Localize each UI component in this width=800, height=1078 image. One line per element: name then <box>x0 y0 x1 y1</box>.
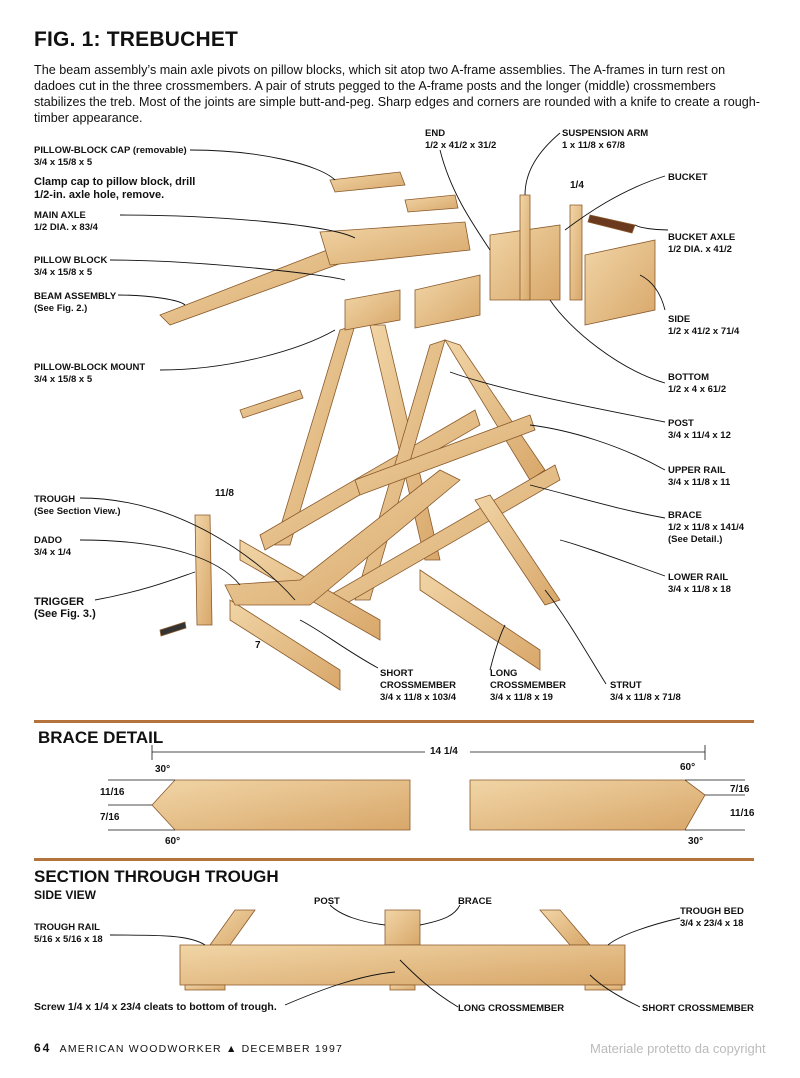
label-pillow-block-cap: PILLOW-BLOCK CAP (removable) 3/4 x 15/8 … <box>34 145 187 168</box>
dim-left-top: 11/16 <box>100 787 125 798</box>
trough-bed <box>179 944 626 986</box>
label-post: POST 3/4 x 11/4 x 12 <box>668 418 731 441</box>
brace-left <box>151 779 411 831</box>
trigger <box>194 514 213 626</box>
angle-bottom-left: 60° <box>165 836 181 847</box>
figure-title: FIG. 1: TREBUCHET <box>34 28 239 51</box>
label-beam-assembly: BEAM ASSEMBLY (See Fig. 2.) <box>34 291 117 314</box>
dim-right-top: 7/16 <box>730 784 750 795</box>
dim-left-bottom: 7/16 <box>100 812 120 823</box>
label-section-long-crossmember: LONG CROSSMEMBER <box>458 1003 565 1014</box>
label-side: SIDE 1/2 x 41/2 x 71/4 <box>668 314 740 337</box>
angle-top-left: 30° <box>155 764 171 775</box>
magazine-issue: AMERICAN WOODWORKER ▲ DECEMBER 1997 <box>59 1043 344 1055</box>
label-end: END 1/2 x 41/2 x 31/2 <box>425 128 497 151</box>
label-dado: DADO 3/4 x 1/4 <box>34 535 71 558</box>
label-bucket: BUCKET <box>668 172 708 183</box>
screw-note: Screw 1/4 x 1/4 x 23/4 cleats to bottom … <box>34 1001 277 1013</box>
dim-seven: 7 <box>255 640 261 651</box>
label-main-axle: MAIN AXLE 1/2 DIA. x 83/4 <box>34 210 98 233</box>
label-upper-rail: UPPER RAIL 3/4 x 11/8 x 11 <box>668 465 731 488</box>
label-lower-rail: LOWER RAIL 3/4 x 11/8 x 18 <box>668 572 731 595</box>
label-section-short-crossmember: SHORT CROSSMEMBER <box>642 1003 754 1014</box>
trough <box>224 469 461 606</box>
section-rule-2 <box>34 858 754 861</box>
copyright-watermark: Materiale protetto da copyright <box>590 1041 766 1056</box>
short-crossmember <box>229 599 341 691</box>
label-trough-bed: TROUGH BED 3/4 x 23/4 x 18 <box>680 906 744 929</box>
label-suspension-arm: SUSPENSION ARM 1 x 11/8 x 67/8 <box>562 128 649 151</box>
page-number: 64 <box>34 1041 52 1055</box>
label-bottom: BOTTOM 1/2 x 4 x 61/2 <box>668 372 727 395</box>
label-short-crossmember: SHORT CROSSMEMBER 3/4 x 11/8 x 103/4 <box>380 668 457 703</box>
dim-right-bottom: 11/16 <box>730 808 755 819</box>
dim-one-eighth: 11/8 <box>215 488 234 499</box>
label-long-crossmember: LONG CROSSMEMBER 3/4 x 11/8 x 19 <box>490 668 567 703</box>
label-section-brace: BRACE <box>458 896 492 907</box>
brace-length: 14 1/4 <box>430 746 458 757</box>
label-brace: BRACE 1/2 x 11/8 x 141/4 (See Detail.) <box>668 510 745 545</box>
beam-assembly <box>159 244 351 326</box>
label-bucket-axle: BUCKET AXLE 1/2 DIA. x 41/2 <box>668 232 736 255</box>
section-rule <box>34 720 754 723</box>
brace-right <box>469 779 706 831</box>
brace-detail-heading: BRACE DETAIL <box>38 728 164 747</box>
label-pillow-block-mount: PILLOW-BLOCK MOUNT 3/4 x 15/8 x 5 <box>34 362 146 385</box>
label-trough: TROUGH (See Section View.) <box>34 494 121 517</box>
angle-top-right: 60° <box>680 762 696 773</box>
clamp-note: Clamp cap to pillow block, drill 1/2-in.… <box>34 176 196 201</box>
long-crossmember <box>419 569 541 671</box>
dim-quarter: 1/4 <box>570 180 584 191</box>
section-heading: SECTION THROUGH TROUGH <box>34 867 279 886</box>
label-pillow-block: PILLOW BLOCK 3/4 x 15/8 x 5 <box>34 255 108 278</box>
bucket-side <box>584 239 656 326</box>
label-trough-rail: TROUGH RAIL 5/16 x 5/16 x 18 <box>34 922 103 945</box>
angle-bottom-right: 30° <box>688 836 704 847</box>
intro-paragraph: The beam assembly’s main axle pivots on … <box>34 63 760 125</box>
pillow-block-cap <box>329 171 406 193</box>
label-section-post: POST <box>314 896 340 907</box>
label-strut: STRUT 3/4 x 11/8 x 71/8 <box>610 680 681 703</box>
label-trigger: TRIGGER (See Fig. 3.) <box>34 596 96 620</box>
section-subheading: SIDE VIEW <box>34 888 97 902</box>
strut <box>474 494 561 606</box>
page-footer: 64 AMERICAN WOODWORKER ▲ DECEMBER 1997 <box>34 1041 343 1055</box>
